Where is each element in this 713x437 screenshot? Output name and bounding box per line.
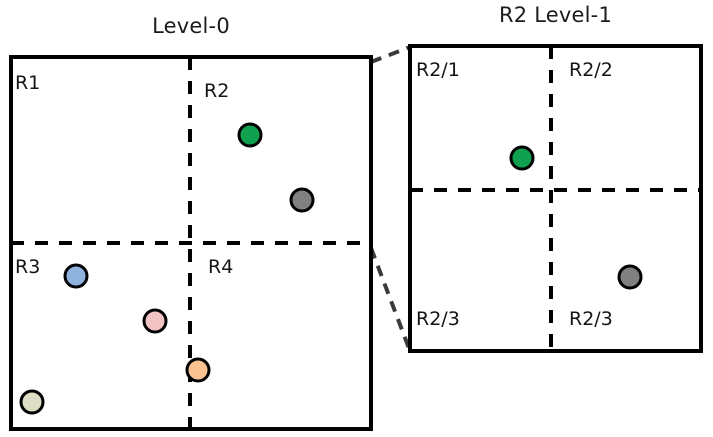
quadrant-label-r3: R3 (15, 256, 41, 278)
data-point-green (509, 145, 535, 171)
level1-panel-graphics (408, 44, 703, 353)
quadrant-label-r2-3: R2/3 (416, 308, 460, 330)
data-point-gray (617, 264, 643, 290)
quadrant-label-r2-4: R2/3 (569, 308, 613, 330)
zoom-connector-bottom-line (369, 247, 412, 352)
quadrant-label-r2-2: R2/2 (569, 59, 613, 81)
data-point-beige (19, 389, 45, 415)
level0-panel-title: Level-0 (152, 14, 230, 38)
level1-panel-title: R2 Level-1 (499, 3, 612, 27)
data-point-gray (289, 187, 315, 213)
level0-panel-graphics (9, 55, 373, 431)
quadrant-label-r1: R1 (15, 72, 41, 94)
connector-group (369, 45, 412, 352)
data-point-orange (185, 357, 211, 383)
data-point-green (237, 122, 263, 148)
quadrant-label-r2: R2 (204, 80, 230, 102)
data-point-pink (142, 308, 168, 334)
data-point-light-blue (63, 263, 89, 289)
quadrant-label-r4: R4 (208, 256, 234, 278)
zoom-connector-top-line (370, 45, 411, 64)
quadrant-label-r2-1: R2/1 (416, 59, 460, 81)
level0-point-group (19, 122, 315, 415)
level1-point-group (509, 145, 643, 290)
level1-outer-box (408, 44, 703, 353)
